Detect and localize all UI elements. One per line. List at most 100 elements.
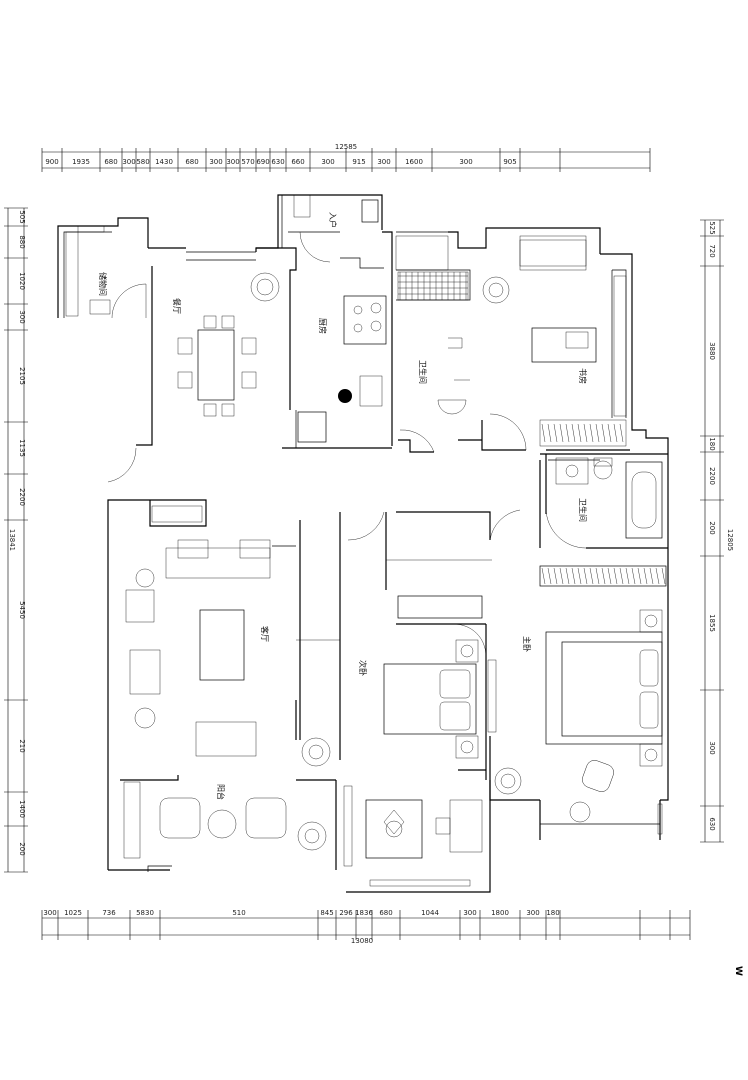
top-dimension-8: 300 (226, 158, 239, 166)
dining-chair-end-2 (203, 403, 217, 417)
dining-chair-3 (241, 371, 257, 389)
side-table-left (134, 707, 156, 729)
right-dimension-8: 630 (708, 817, 716, 830)
plant-balcony (297, 821, 327, 851)
left-dimension-4: 2105 (18, 367, 26, 385)
room-dining-label: 餐厅 (172, 298, 181, 314)
room-master-label: 主卧 (522, 636, 532, 652)
left-dimension-6: 2200 (18, 488, 26, 506)
top-dimension-1: 1935 (72, 158, 90, 166)
bottom-dimension-6: 296 (339, 909, 353, 917)
room-bath1-label: 卫生间 (418, 360, 428, 384)
left-dimension-10: 200 (18, 842, 26, 855)
dining-chair-end-0 (203, 315, 217, 329)
master-armchair (582, 760, 614, 792)
top-dimension-7: 300 (209, 158, 222, 166)
top-total-dimension: 12585 (335, 143, 357, 151)
bed2-nightstand-2 (455, 735, 479, 759)
top-dimension-2: 680 (104, 158, 117, 166)
bath2-toilet (593, 460, 613, 480)
top-dimension-10: 690 (256, 158, 269, 166)
left-dimension-8: 210 (18, 739, 26, 752)
study-shelf (519, 239, 587, 267)
kitchen-appliance (338, 389, 352, 403)
bottom-dimension-12: 300 (526, 909, 539, 917)
room-bath2-label: 卫生间 (578, 498, 588, 522)
nightstand-2 (639, 743, 663, 767)
bottom-dimension-5: 845 (320, 909, 333, 917)
plant-master (494, 767, 522, 795)
dining-chair-0 (177, 337, 193, 355)
right-dimension-6: 1855 (708, 614, 716, 632)
dining-chair-end-1 (221, 315, 235, 329)
plant-study (482, 276, 510, 304)
bath1-basin (437, 399, 467, 415)
top-dimension-13: 300 (321, 158, 334, 166)
top-dimension-15: 300 (377, 158, 390, 166)
room-kitchen-label: 厨房 (318, 318, 328, 334)
plant-living (301, 737, 331, 767)
study-desk (531, 327, 597, 363)
coffee-table (199, 609, 245, 681)
room-storage-label: 储物间 (98, 272, 108, 296)
armchair-left (129, 649, 161, 695)
top-dimension-16: 1600 (405, 158, 423, 166)
bottom-dimension-1: 1025 (64, 909, 82, 917)
furniture (65, 231, 666, 859)
dining-chair-1 (177, 371, 193, 389)
master-table (569, 801, 591, 823)
balcony-chair-1 (159, 797, 201, 839)
top-dimension-14: 915 (352, 158, 365, 166)
study-cabinet (539, 419, 627, 447)
left-total-dimension: 13841 (8, 529, 16, 551)
compass-label: W (733, 966, 743, 976)
left-dimension-0: 505 (18, 210, 26, 223)
dining-table (197, 329, 235, 401)
room-living-label: 客厅 (260, 626, 270, 642)
bottom-dimension-8: 680 (379, 909, 392, 917)
windows (77, 194, 663, 887)
top-dimension-12: 660 (291, 158, 304, 166)
top-dimension-6: 680 (185, 158, 198, 166)
stove (343, 295, 387, 345)
rug (365, 799, 423, 859)
top-dimension-9: 570 (241, 158, 254, 166)
bath1-toilet (448, 337, 463, 349)
left-dimension-chain: 13841 5058801020300210511352200545021014… (4, 207, 28, 873)
dining-chair-2 (241, 337, 257, 355)
bath2-tub (625, 461, 663, 539)
bed2-tv (487, 659, 497, 733)
room-entrance-label: 入户 (328, 212, 338, 228)
dining-chair-end-3 (221, 403, 235, 417)
study-chair (565, 331, 589, 349)
left-dimension-1: 880 (18, 235, 26, 248)
master-bed-frame (545, 631, 663, 745)
bottom-dimension-0: 300 (43, 909, 56, 917)
room-balcony-label: 阳台 (216, 784, 226, 800)
top-dimension-18: 905 (503, 158, 516, 166)
bath2-basin (555, 457, 589, 485)
exterior-walls (57, 194, 669, 893)
top-dimension-0: 900 (45, 158, 58, 166)
left-dimension-5: 1135 (18, 439, 26, 457)
tv-cabinet (165, 547, 271, 579)
top-dimension-17: 300 (459, 158, 472, 166)
balcony-chair-2 (245, 797, 287, 839)
bottom-dimension-4: 510 (232, 909, 245, 917)
balcony-table (207, 809, 237, 839)
top-dimension-11: 630 (271, 158, 284, 166)
right-dimension-2: 3880 (708, 342, 716, 360)
bottom-dimension-2: 736 (102, 909, 116, 917)
right-dimension-5: 200 (708, 521, 716, 534)
bed2 (383, 663, 477, 735)
right-dimension-4: 2200 (708, 467, 716, 485)
top-dimension-5: 1430 (155, 158, 173, 166)
bottom-dimension-7: 1836 (355, 909, 373, 917)
bottom-dimension-3: 5830 (136, 909, 154, 917)
bottom-dimension-9: 1044 (421, 909, 439, 917)
top-dimension-4: 580 (136, 158, 149, 166)
doors (107, 231, 587, 657)
nightstand-1 (639, 609, 663, 633)
